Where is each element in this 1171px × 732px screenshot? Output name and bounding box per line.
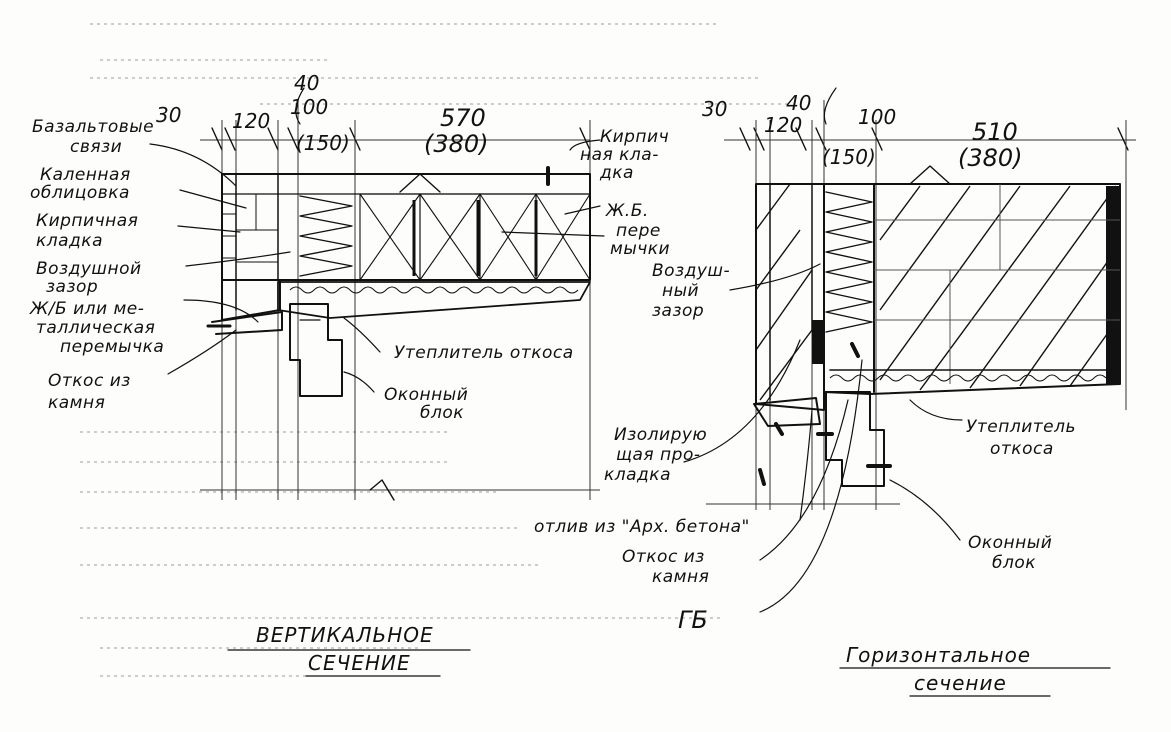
background-print	[80, 23, 790, 677]
label-bazaltovye-2: связи	[70, 137, 122, 157]
label-kirpich-r1: Кирпич	[600, 127, 669, 147]
label-h-izol-2: щая про-	[616, 445, 701, 465]
label-zhb-2: таллическая	[36, 318, 155, 338]
vertical-dimensions: 30 120 40 100 (150) 570 (380)	[156, 71, 489, 158]
horizontal-title: Горизонтальное сечение	[839, 643, 1111, 697]
label-kirpich-1: Кирпичная	[36, 211, 138, 231]
label-h-otkos-1: Откос из	[622, 547, 705, 567]
horizontal-dimensions: 30 120 40 100 (150) 510 (380)	[702, 91, 1023, 172]
label-h-uteplitel-2: откоса	[990, 439, 1054, 459]
label-h-okonny-1: Оконный	[968, 533, 1052, 553]
dim-150: (150)	[296, 131, 350, 155]
label-kolenaya-1: Каленная	[40, 165, 131, 185]
label-kirpich-r3: дка	[599, 163, 634, 183]
dim-h-150: (150)	[822, 145, 876, 169]
horizontal-title-line2: сечение	[914, 671, 1007, 695]
label-h-uteplitel-1: Утеплитель	[966, 417, 1076, 437]
vertical-labels: Базальтовые связи Каленная облицовка Кир…	[29, 117, 670, 423]
label-h-okonny-2: блок	[992, 553, 1036, 573]
label-vozdush-2: зазор	[46, 277, 98, 297]
dim-570: 570	[440, 104, 486, 132]
vertical-section: Базальтовые связи Каленная облицовка Кир…	[29, 71, 670, 677]
label-uteplitel: Утеплитель откоса	[394, 343, 574, 363]
label-kirpich-2: кладка	[36, 231, 103, 251]
dim-30: 30	[156, 103, 181, 127]
vertical-title-line2: СЕЧЕНИЕ	[308, 651, 411, 675]
dim-h-380: (380)	[958, 144, 1023, 172]
dim-120: 120	[232, 109, 270, 133]
label-otkos-2: камня	[48, 393, 105, 413]
label-h-gb: ГБ	[678, 606, 708, 634]
dim-380: (380)	[424, 130, 489, 158]
label-bazaltovye-1: Базальтовые	[32, 117, 154, 137]
label-h-otlive: отлив из "Арх. бетона"	[534, 517, 750, 537]
label-h-izol-1: Изолирую	[614, 425, 707, 445]
dim-h-510: 510	[972, 118, 1018, 146]
label-peremychki-3: мычки	[610, 239, 670, 259]
horizontal-labels: Воздуш- ный зазор Изолирую щая про- клад…	[534, 261, 1076, 634]
label-otkos-1: Откос из	[48, 371, 131, 391]
label-okonny-2: блок	[420, 403, 464, 423]
vertical-title-line1: ВЕРТИКАЛЬНОЕ	[256, 623, 434, 647]
dim-h-100: 100	[858, 105, 896, 129]
label-vozdush-1: Воздушной	[36, 259, 142, 279]
label-peremychki-2: пере	[616, 221, 661, 241]
vertical-title: ВЕРТИКАЛЬНОЕ СЕЧЕНИЕ	[227, 623, 471, 677]
label-h-vozdush-2: ный	[662, 281, 699, 301]
label-peremychki-1: Ж.Б.	[605, 201, 649, 221]
horizontal-section: Воздуш- ный зазор Изолирую щая про- клад…	[534, 87, 1136, 697]
dim-40: 40	[294, 71, 319, 95]
horizontal-title-line1: Горизонтальное	[846, 643, 1031, 667]
label-h-otkos-2: камня	[652, 567, 709, 587]
label-kolenaya-2: облицовка	[30, 183, 130, 203]
label-zhb-1: Ж/Б или ме-	[29, 299, 144, 319]
dim-h-120: 120	[764, 113, 802, 137]
label-zhb-3: перемычка	[60, 337, 164, 357]
dim-100: 100	[290, 95, 328, 119]
label-h-vozdush-1: Воздуш-	[652, 261, 730, 281]
dim-h-30: 30	[702, 97, 727, 121]
label-h-vozdush-3: зазор	[652, 301, 704, 321]
label-kirpich-r2: ная кла-	[580, 145, 659, 165]
dim-h-40: 40	[786, 91, 811, 115]
label-okonny-1: Оконный	[384, 385, 468, 405]
label-h-izol-3: кладка	[604, 465, 671, 485]
